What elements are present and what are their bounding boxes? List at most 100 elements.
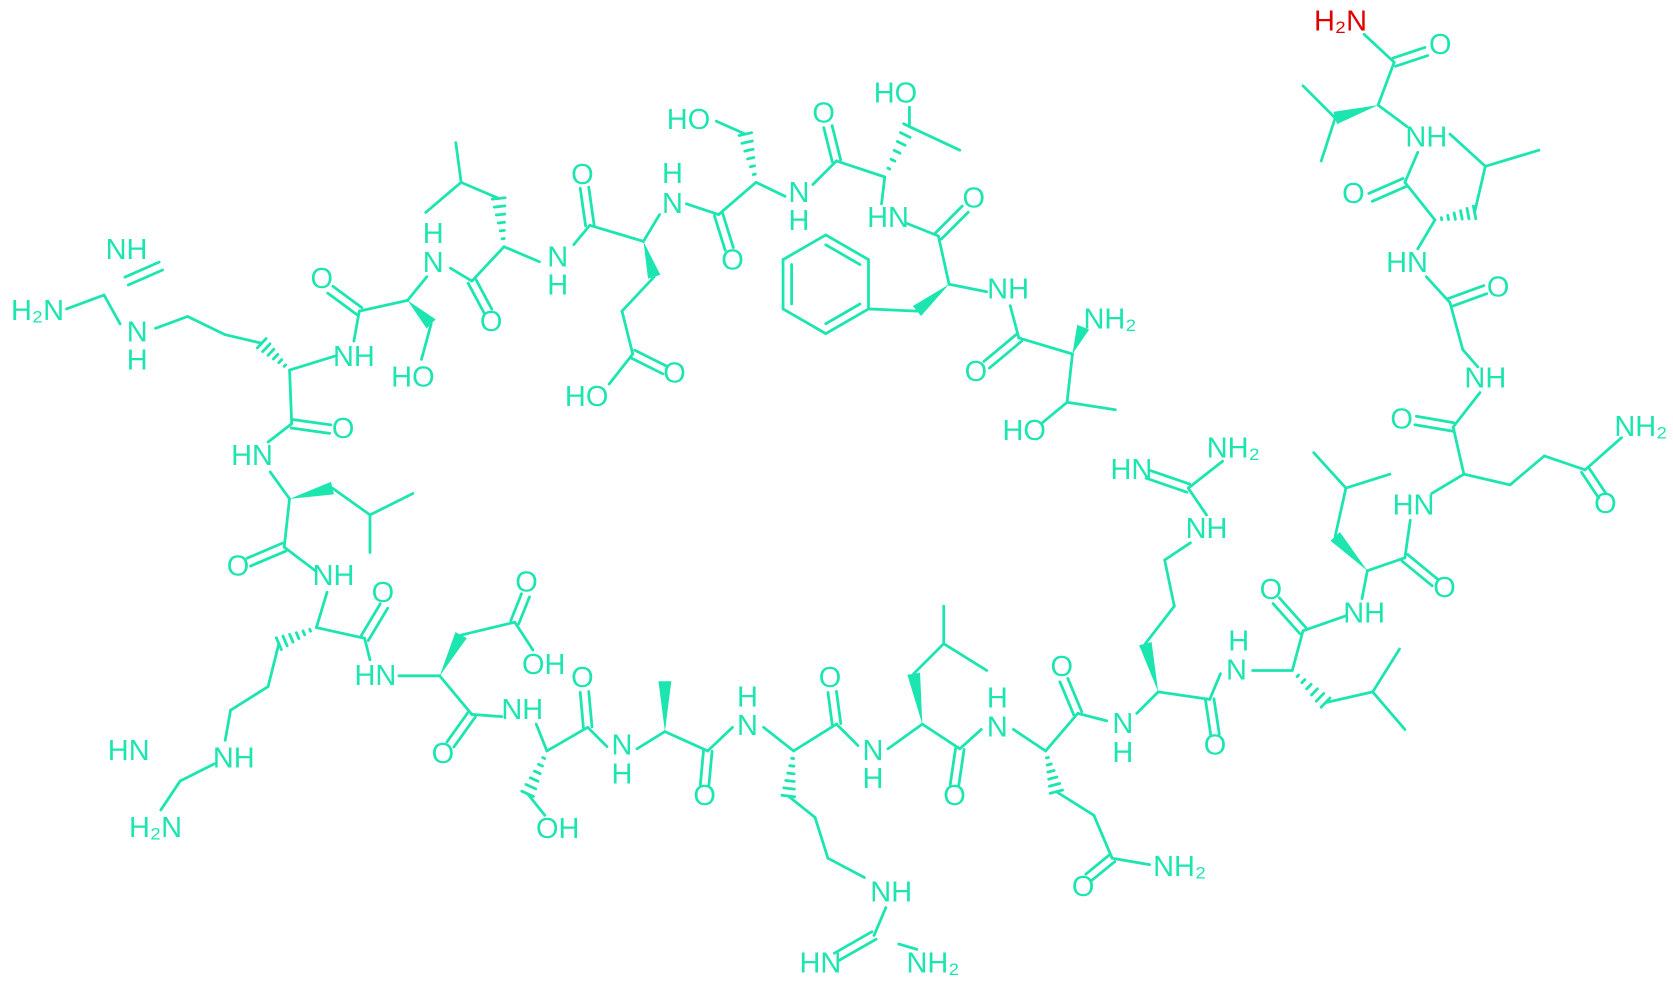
atom-label: H₂N: [11, 295, 64, 327]
double-bond: [249, 549, 288, 568]
bond: [545, 725, 590, 753]
bond: [811, 159, 838, 186]
atom-label: N: [1226, 654, 1247, 686]
bond: [1448, 132, 1487, 168]
bond: [872, 906, 888, 937]
hashed-bond: [740, 139, 754, 145]
bond: [1208, 672, 1222, 701]
bond: [908, 125, 962, 152]
double-bond: [126, 268, 164, 287]
bond: [1451, 425, 1466, 476]
bond: [572, 223, 592, 246]
bond: [502, 245, 541, 264]
phenyl-ring-bond: [781, 307, 828, 336]
bond: [424, 180, 463, 214]
hashed-bond: [541, 756, 547, 760]
hashed-bond: [889, 157, 897, 163]
atom-label: N: [423, 247, 444, 279]
hashed-bond: [494, 212, 507, 217]
atom-label: HO: [667, 104, 710, 136]
wedge-bond: [643, 241, 661, 279]
hashed-bond: [496, 220, 506, 225]
double-bond: [366, 606, 390, 642]
bond: [223, 333, 264, 345]
bond: [835, 159, 887, 179]
atom-label: O: [1429, 29, 1452, 61]
bond: [1344, 472, 1392, 490]
atom-label: H₂N: [129, 812, 182, 844]
bond: [1448, 301, 1465, 352]
bond: [1365, 556, 1407, 573]
hashed-bond: [301, 629, 307, 637]
wedge-bond: [907, 672, 923, 725]
bond: [1186, 486, 1208, 517]
wedge-bond: [1333, 105, 1379, 125]
wedge-bond: [1139, 641, 1159, 692]
hashed-bond: [786, 771, 796, 776]
atom-label: O: [721, 245, 744, 277]
double-bond: [578, 186, 587, 228]
hashed-bond: [749, 164, 756, 169]
bond: [1360, 569, 1369, 600]
bond: [1424, 275, 1452, 304]
wedge-bond: [912, 284, 950, 317]
atom-label: H: [423, 218, 444, 250]
bond: [792, 722, 838, 753]
atom-label: H₂N: [1314, 5, 1367, 37]
bond: [1290, 629, 1305, 672]
hashed-bond: [1044, 756, 1050, 760]
double-bond: [698, 749, 705, 787]
bond: [947, 282, 989, 294]
atom-label: O: [812, 98, 835, 130]
bond: [1163, 541, 1192, 562]
phenyl-ring-bond: [781, 233, 828, 261]
hashed-bond: [271, 352, 280, 361]
bond: [1483, 148, 1541, 168]
bond: [178, 762, 216, 783]
bond: [449, 266, 474, 283]
atom-label: HN: [1393, 489, 1435, 521]
atom-label: O: [227, 550, 250, 582]
double-bond: [713, 214, 727, 252]
bond: [314, 626, 367, 640]
bond: [420, 322, 433, 361]
atom-label: H: [863, 763, 884, 795]
bond: [620, 309, 635, 356]
bond: [1041, 400, 1069, 425]
bond: [1008, 304, 1021, 340]
double-bond: [832, 930, 874, 955]
atom-label: O: [1487, 271, 1510, 303]
atom-label: O: [1342, 178, 1365, 210]
double-bond: [289, 426, 332, 435]
double-bond: [1450, 292, 1489, 308]
double-bond: [1066, 677, 1084, 714]
bond: [159, 779, 182, 812]
hashed-bond: [266, 347, 276, 357]
hashed-bond: [895, 140, 907, 147]
bond: [1416, 218, 1437, 251]
hashed-bond: [899, 131, 912, 139]
atom-label: O: [310, 263, 333, 295]
bond: [1583, 436, 1623, 472]
atom-label: N: [737, 710, 758, 742]
bond: [786, 794, 817, 819]
bond: [459, 620, 517, 637]
bond: [642, 213, 661, 243]
double-bond: [445, 710, 470, 744]
atom-label: NH: [1405, 121, 1447, 153]
atom-label: NH₂: [1614, 411, 1667, 443]
phenyl-ring-bond: [824, 233, 870, 261]
bond: [1135, 690, 1160, 715]
bond: [1508, 454, 1546, 487]
bond: [1110, 856, 1152, 867]
bond: [1076, 711, 1109, 723]
bond: [406, 275, 429, 302]
double-bond: [1271, 602, 1302, 636]
bond: [357, 298, 409, 313]
atom-label: H: [662, 158, 683, 190]
hashed-bond: [492, 204, 507, 209]
hashed-bond: [1300, 678, 1307, 685]
phenyl-ring-bond: [824, 243, 862, 266]
atom-label: H: [1228, 626, 1249, 658]
